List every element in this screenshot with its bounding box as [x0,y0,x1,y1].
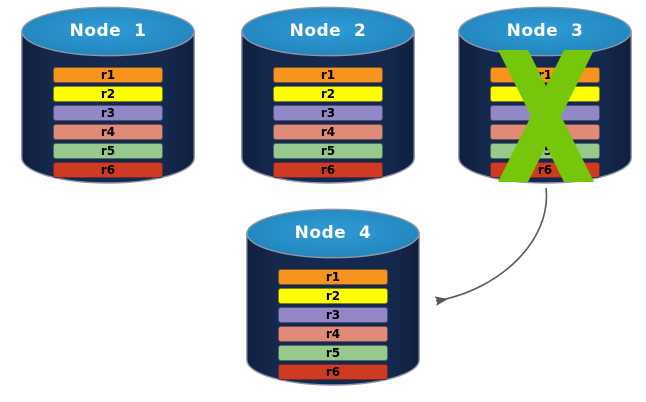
node-1-row-r6[interactable]: r6 [53,162,163,178]
node-3-row-r2[interactable]: r2 [490,86,600,102]
node-2-row-r6[interactable]: r6 [273,162,383,178]
node-2-row-r2[interactable]: r2 [273,86,383,102]
node-3-row-r6[interactable]: r6 [490,162,600,178]
node-4-row-r2[interactable]: r2 [278,288,388,304]
node-1-row-r4[interactable]: r4 [53,124,163,140]
node-1-row-r2[interactable]: r2 [53,86,163,102]
node-4-rows: r1 r2 r3 r4 r5 r6 [246,269,420,380]
cylinder-top [241,6,415,57]
node-4-row-r5[interactable]: r5 [278,345,388,361]
cylinder-top [246,208,420,259]
node-4-row-r4[interactable]: r4 [278,326,388,342]
node-1-rows: r1 r2 r3 r4 r5 r6 [21,67,195,178]
node-2-rows: r1 r2 r3 r4 r5 r6 [241,67,415,178]
node-1-row-r1[interactable]: r1 [53,67,163,83]
node-2-row-r5[interactable]: r5 [273,143,383,159]
node-3-rows: r1 r2 r3 r4 r5 r6 [458,67,632,178]
cylinder-top [21,6,195,57]
node-3-row-r4[interactable]: r4 [490,124,600,140]
node-3-row-r3[interactable]: r3 [490,105,600,121]
node-2-row-r4[interactable]: r4 [273,124,383,140]
node-4-row-r6[interactable]: r6 [278,364,388,380]
node-3-row-r5[interactable]: r5 [490,143,600,159]
node-1-row-r5[interactable]: r5 [53,143,163,159]
arrow-curve [434,187,548,306]
node-2-row-r3[interactable]: r3 [273,105,383,121]
node-2-row-r1[interactable]: r1 [273,67,383,83]
node-3-row-r1[interactable]: r1 [490,67,600,83]
node-1-row-r3[interactable]: r3 [53,105,163,121]
cylinder-top [458,6,632,57]
node-4-row-r1[interactable]: r1 [278,269,388,285]
node-4-row-r3[interactable]: r3 [278,307,388,323]
